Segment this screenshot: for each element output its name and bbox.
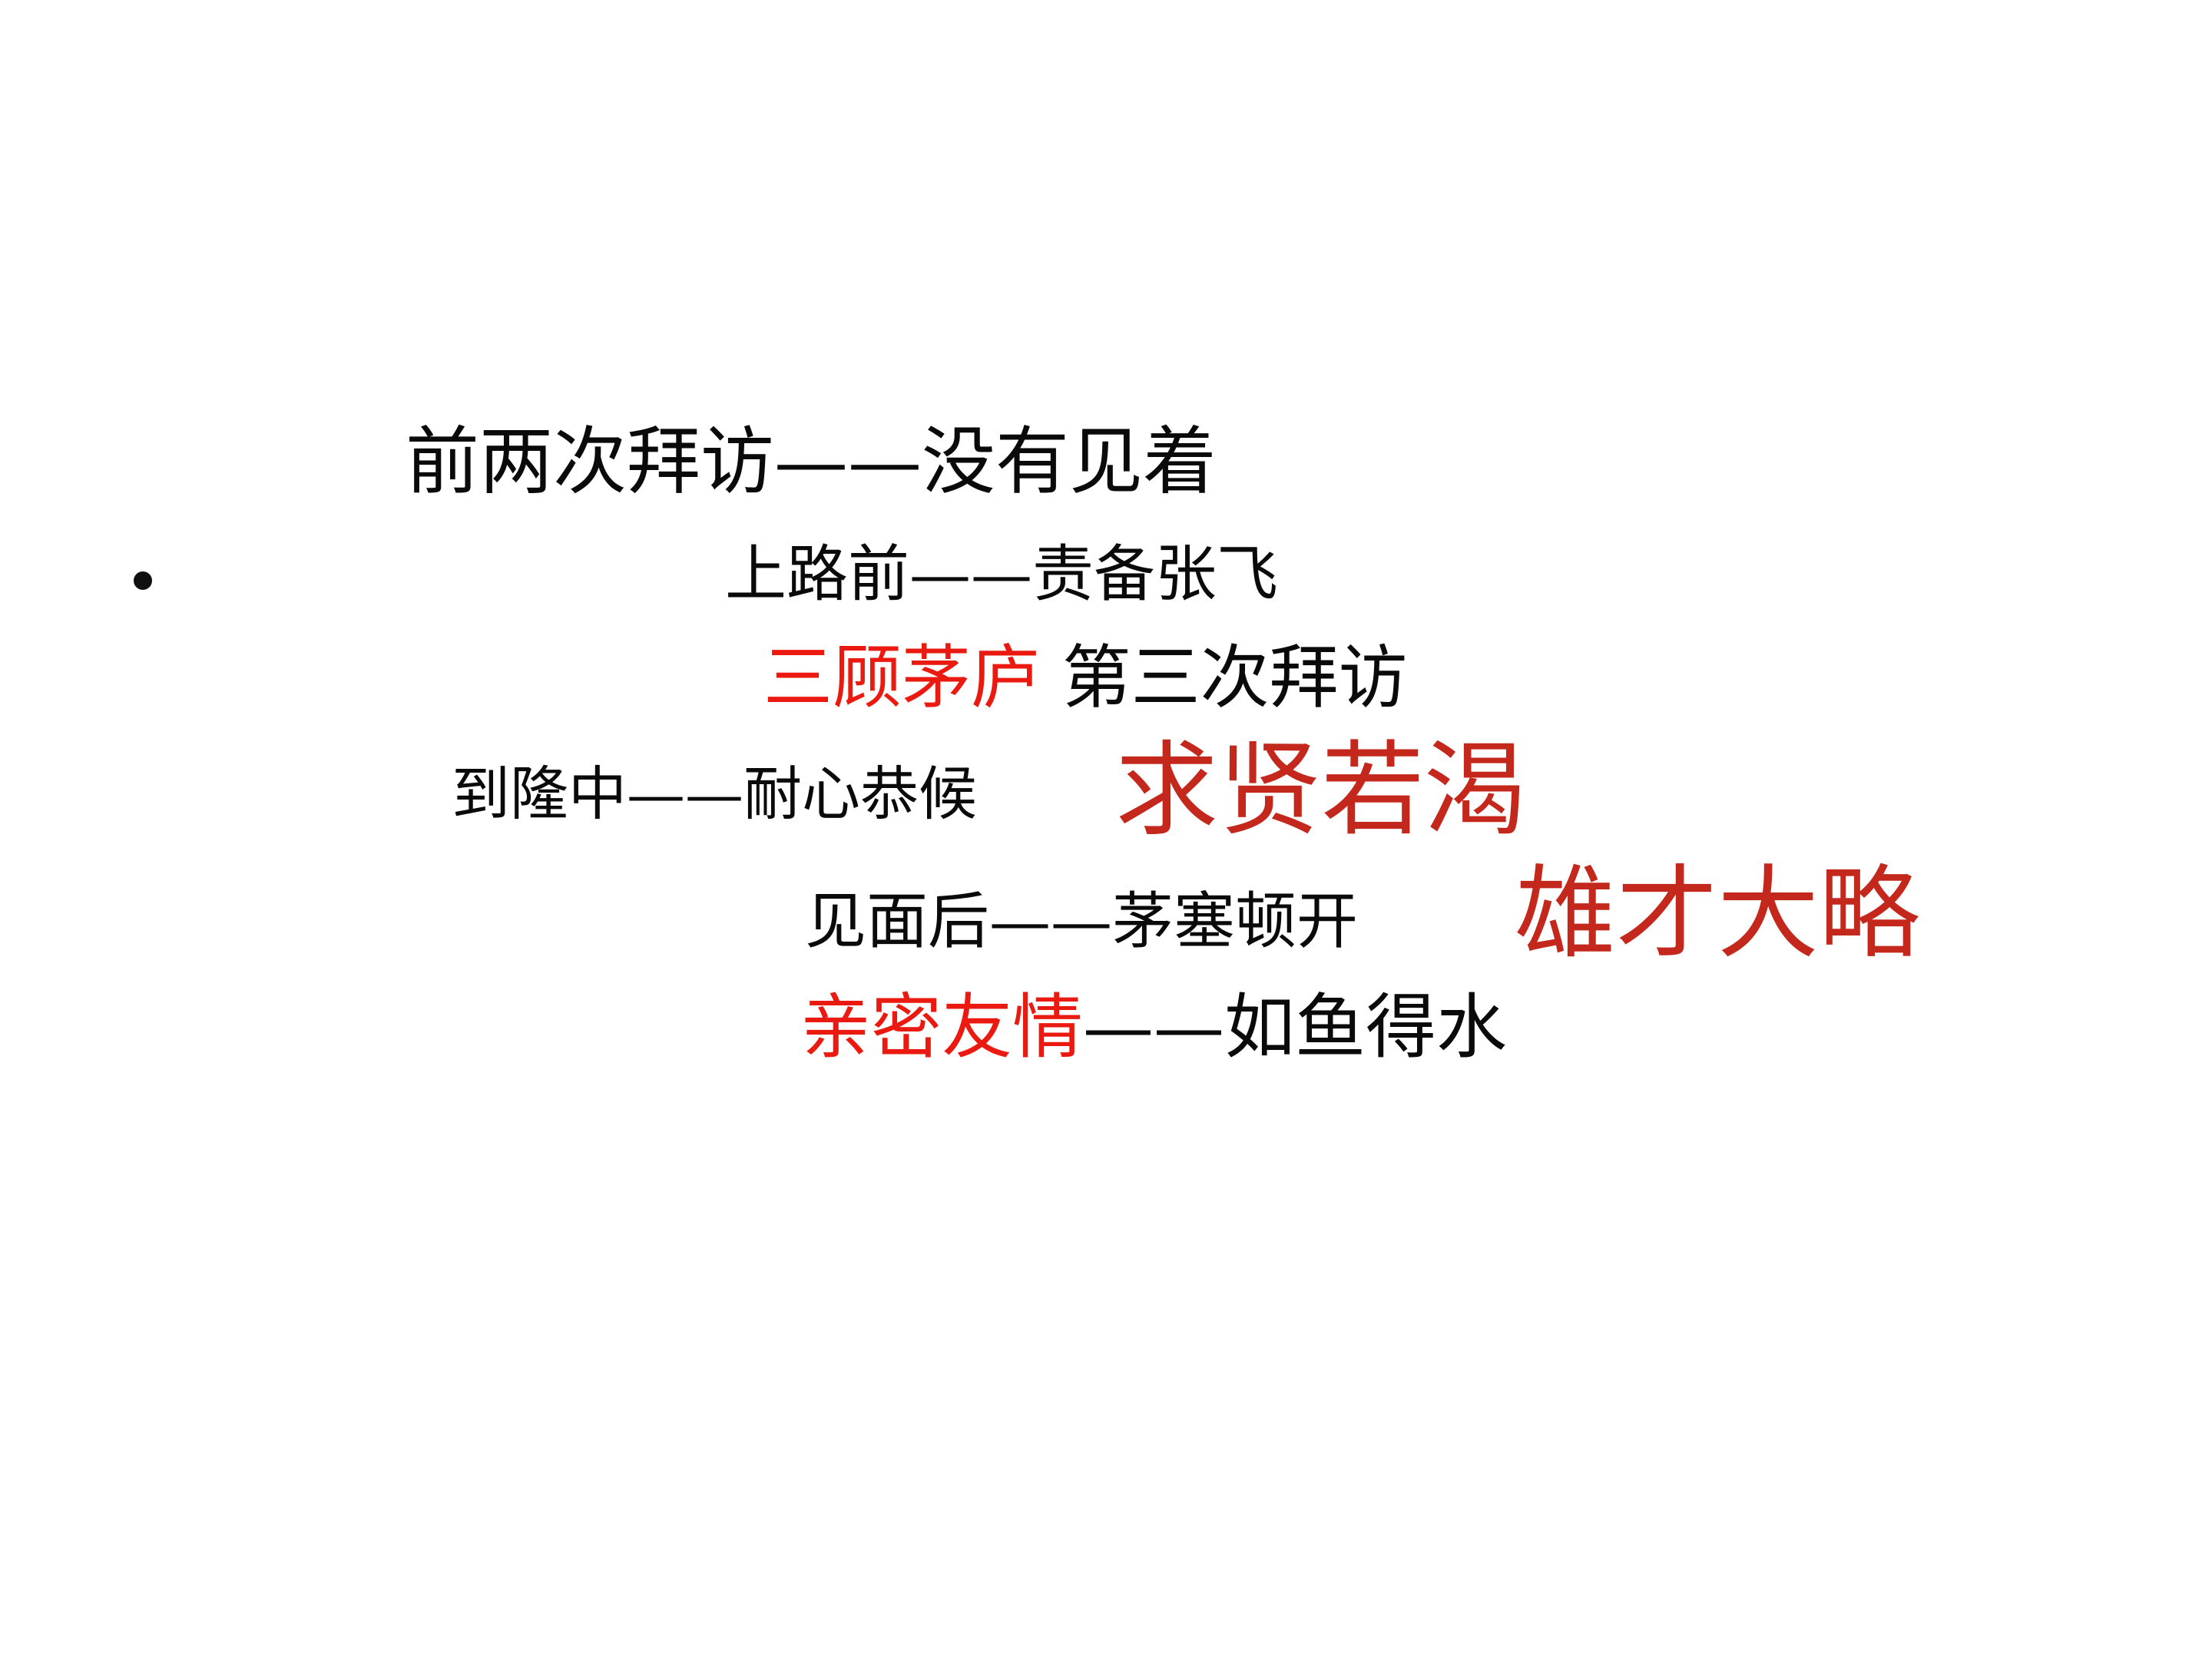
highlight-qiu-xian-ruo-ke: 求贤若渴 [1115,730,1528,850]
outline-line-close-friendship: 亲密友情——如鱼得水 [800,992,1507,1063]
outline-line-first-two-visits: 前两次拜访——没有见着 [406,419,1217,505]
outline-line-before-departure: 上路前——责备张飞 [725,538,1278,610]
label-third-visit: 第三次拜访 [1040,637,1408,718]
idiom-san-gu-mao-lu: 三顾茅庐 [763,637,1040,718]
highlight-xiong-cai-da-lue: 雄才大略 [1515,855,1920,973]
outline-line-third-visit: 三顾茅庐 第三次拜访 [763,644,1408,713]
outline-line-arrive-longzhong: 到隆中——耐心恭候 [452,760,977,828]
outline-line-after-meeting: 见面后——茅塞顿开 [805,886,1358,957]
label-ru-yu-de-shui: ——如鱼得水 [1083,986,1508,1068]
idiom-qin-mi-you-qing: 亲密友情 [800,986,1084,1068]
bullet-point-marker [134,571,152,590]
